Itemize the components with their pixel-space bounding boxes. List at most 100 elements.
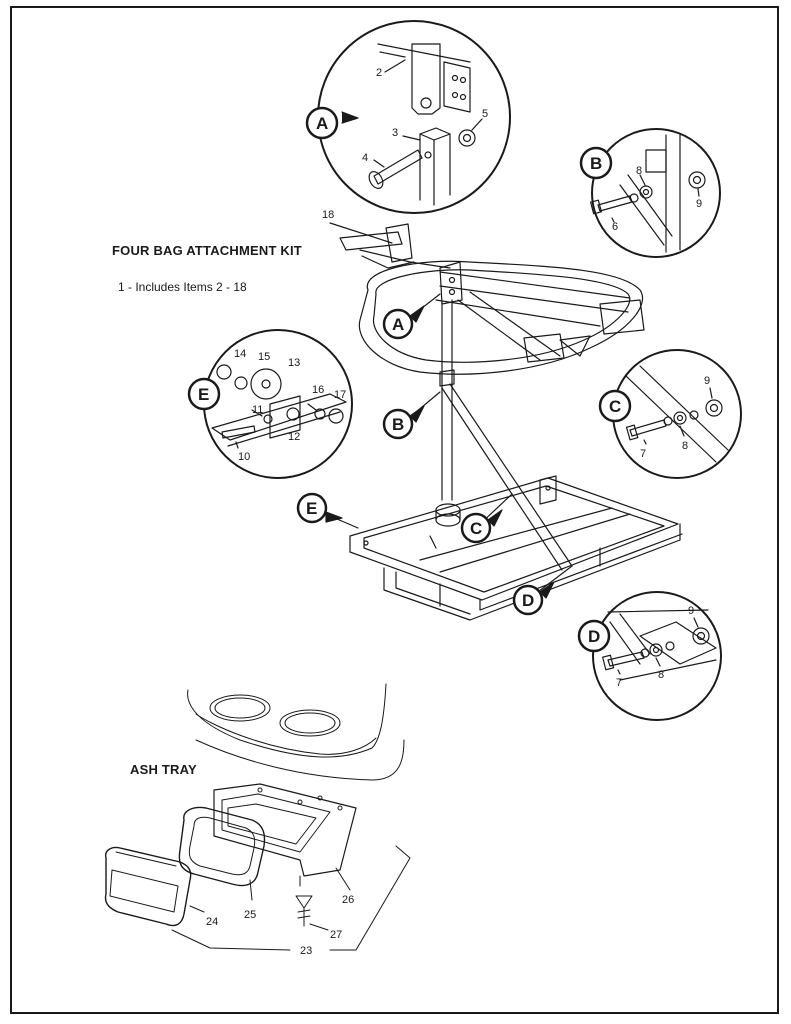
part-label-12: 12 bbox=[288, 431, 300, 443]
cup-holder-left bbox=[209, 694, 271, 722]
strap-buckle-2 bbox=[523, 333, 565, 363]
part-label-3: 3 bbox=[392, 127, 398, 139]
part-label-8c: 8 bbox=[658, 669, 664, 681]
screw-27 bbox=[295, 895, 313, 909]
page-border bbox=[10, 6, 779, 1014]
part-label-7a: 7 bbox=[640, 448, 646, 460]
callout-a-top-letter: A bbox=[316, 114, 328, 133]
part-label-24: 24 bbox=[206, 916, 218, 928]
e-washer-11 bbox=[263, 414, 273, 424]
bag-strap bbox=[358, 260, 644, 375]
plate-hole bbox=[451, 91, 459, 99]
callout-d-main-letter: D bbox=[522, 591, 534, 610]
detail-d bbox=[592, 591, 722, 721]
e-bolt-10 bbox=[221, 425, 256, 439]
callout-e-detail bbox=[187, 377, 221, 411]
plate-hole bbox=[459, 93, 467, 101]
main-plate-a bbox=[439, 261, 463, 305]
cup-holder-right bbox=[279, 709, 341, 737]
part-label-15: 15 bbox=[258, 351, 270, 363]
bracket-part-2 bbox=[411, 43, 441, 115]
callout-b-main-letter: B bbox=[392, 415, 404, 434]
e-screw-14 bbox=[216, 364, 232, 380]
e-bracket bbox=[269, 395, 301, 439]
rail-line bbox=[377, 43, 471, 63]
part-label-9b: 9 bbox=[704, 375, 710, 387]
bag-bar-18 bbox=[339, 231, 403, 251]
callout-d-detail-letter: D bbox=[588, 627, 600, 646]
plate-hole bbox=[451, 74, 459, 82]
callout-b-main bbox=[382, 405, 425, 440]
part-label-13: 13 bbox=[288, 357, 300, 369]
d-nut-9 bbox=[692, 627, 710, 645]
part-label-8a: 8 bbox=[636, 165, 642, 177]
callout-b-top-letter: B bbox=[590, 154, 602, 173]
e-nut-12 bbox=[286, 407, 300, 421]
pin-part-4 bbox=[373, 149, 423, 185]
rack-frame bbox=[349, 477, 679, 601]
nut-hole bbox=[462, 133, 472, 143]
part-label-4: 4 bbox=[362, 152, 368, 164]
ash-tray-assembly bbox=[104, 683, 411, 951]
part-label-7b: 7 bbox=[616, 677, 622, 689]
detail-e bbox=[203, 329, 353, 479]
tray-24 bbox=[104, 846, 192, 927]
callout-b-top bbox=[579, 146, 613, 180]
part-label-26: 26 bbox=[342, 894, 354, 906]
b-nut-9 bbox=[688, 171, 706, 189]
detail-e-circle bbox=[203, 329, 353, 479]
detail-c bbox=[612, 349, 742, 479]
part-label-2: 2 bbox=[376, 67, 382, 79]
c-washer-8 bbox=[673, 411, 687, 425]
callout-e-main-letter: E bbox=[306, 499, 317, 518]
part-label-17: 17 bbox=[334, 389, 346, 401]
dash-outline bbox=[187, 683, 387, 758]
callout-a-top bbox=[305, 106, 359, 140]
detail-b bbox=[589, 128, 721, 258]
part-label-8b: 8 bbox=[682, 440, 688, 452]
e-knob-13 bbox=[250, 368, 282, 400]
b-washer bbox=[629, 193, 639, 203]
plate-hole bbox=[459, 76, 467, 84]
d-bolt-7 bbox=[607, 651, 645, 667]
part-label-10: 10 bbox=[238, 451, 250, 463]
callout-c-detail bbox=[598, 389, 632, 423]
part-label-9a: 9 bbox=[696, 198, 702, 210]
callout-c-main-letter: C bbox=[470, 519, 482, 538]
rail-line-2 bbox=[379, 51, 406, 58]
nut-part-5 bbox=[458, 129, 476, 147]
tube-hole bbox=[424, 151, 432, 159]
part-label-23: 23 bbox=[300, 945, 312, 957]
square-tube-top bbox=[419, 127, 451, 141]
callout-d-main bbox=[512, 581, 555, 616]
callout-c-detail-letter: C bbox=[609, 397, 621, 416]
e-nut-17 bbox=[328, 408, 344, 424]
main-assembly bbox=[315, 222, 683, 621]
d-plate bbox=[639, 621, 717, 665]
mount-plate bbox=[443, 61, 471, 113]
tray-bezel-25 bbox=[178, 806, 266, 887]
b-clamp bbox=[645, 149, 667, 173]
c-nut-9 bbox=[705, 399, 723, 417]
ash-tray-title: ASH TRAY bbox=[130, 762, 197, 777]
tray-housing-26 bbox=[213, 783, 357, 877]
detail-c-circle bbox=[612, 349, 742, 479]
detail-d-circle bbox=[592, 591, 722, 721]
bracket-hole bbox=[420, 97, 432, 109]
e-washer-15 bbox=[234, 376, 248, 390]
part-label-11: 11 bbox=[252, 404, 263, 416]
pin-head bbox=[368, 171, 384, 189]
callout-a-main-letter: A bbox=[392, 315, 404, 334]
callout-a-main bbox=[382, 305, 425, 340]
part-label-25: 25 bbox=[244, 909, 256, 921]
e-washer-16 bbox=[314, 408, 326, 420]
strap-buckle bbox=[599, 299, 645, 335]
callout-e-detail-letter: E bbox=[198, 385, 209, 404]
b-washer-8 bbox=[639, 185, 653, 199]
part-label-27: 27 bbox=[330, 929, 342, 941]
part-label-14: 14 bbox=[234, 348, 246, 360]
callout-e-main bbox=[296, 492, 343, 524]
callout-d-detail bbox=[577, 619, 611, 653]
part-label-6: 6 bbox=[612, 221, 618, 233]
